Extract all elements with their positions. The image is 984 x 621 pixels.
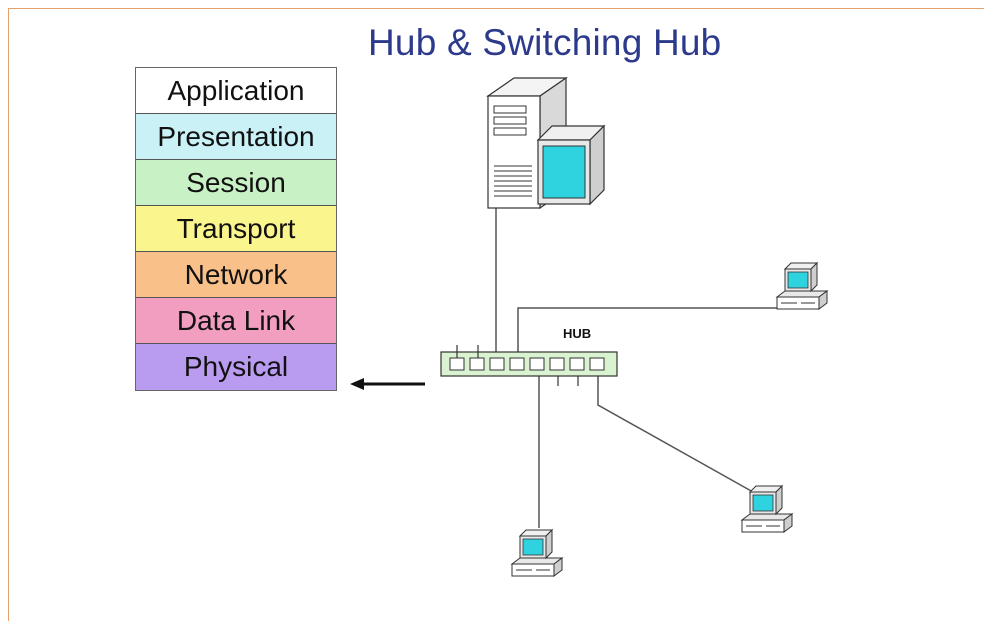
workstation-icon-right-top	[776, 262, 828, 310]
slide-title: Hub & Switching Hub	[368, 22, 722, 63]
slide-frame	[8, 8, 984, 621]
arrow-left-icon	[350, 378, 425, 390]
osi-layer-session: Session	[136, 160, 336, 206]
osi-layer-presentation: Presentation	[136, 114, 336, 160]
hub-icon	[440, 345, 618, 386]
osi-layer-application: Application	[136, 68, 336, 114]
osi-layer-data-link: Data Link	[136, 298, 336, 344]
cable-workstation-right-bottom	[597, 376, 754, 493]
monitor-icon	[536, 124, 606, 206]
osi-layer-network: Network	[136, 252, 336, 298]
osi-model-stack: Application Presentation Session Transpo…	[135, 67, 337, 391]
workstation-icon-right-bottom	[741, 485, 793, 533]
osi-layer-physical: Physical	[136, 344, 336, 390]
cables	[495, 205, 777, 528]
hub-label: HUB	[563, 326, 592, 341]
cable-workstation-right-top	[517, 307, 777, 358]
osi-layer-transport: Transport	[136, 206, 336, 252]
workstation-icon-bottom	[511, 529, 563, 577]
